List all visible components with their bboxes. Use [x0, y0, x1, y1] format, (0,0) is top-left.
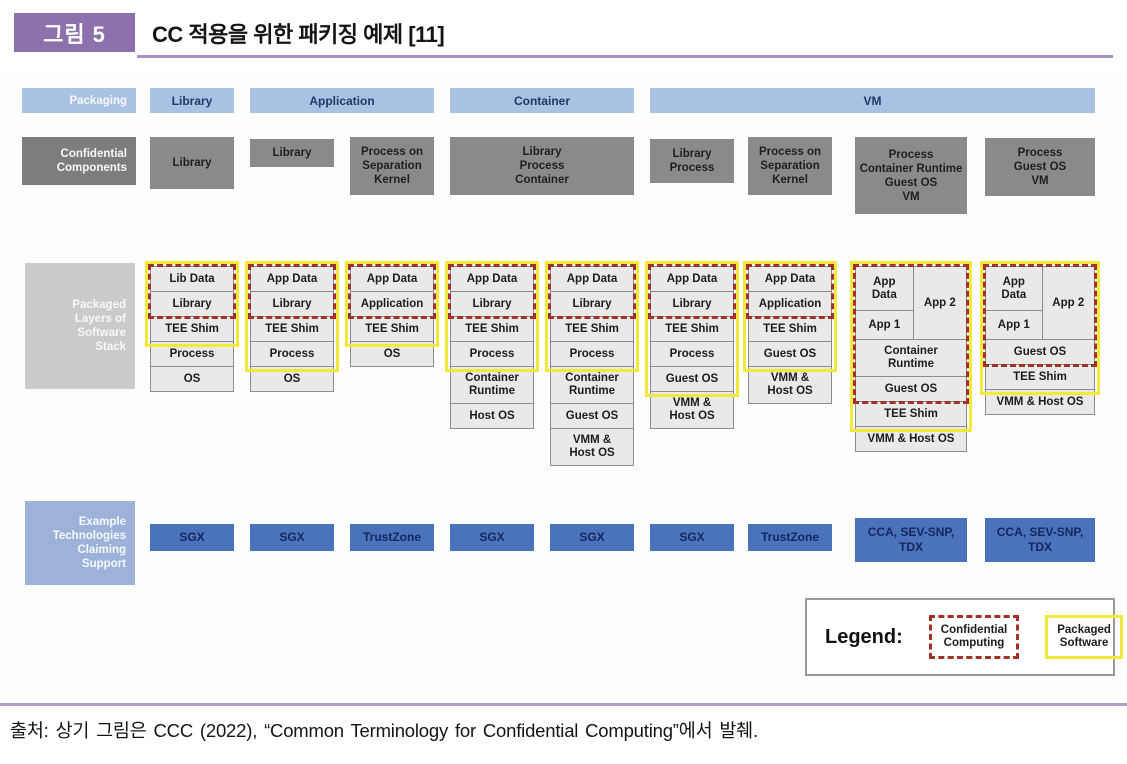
stack-cell: OS: [250, 366, 334, 392]
app1-cell: App 1: [997, 318, 1030, 331]
packaging-group-application: Application: [250, 88, 434, 113]
stack-cell: Lib Data: [150, 266, 234, 292]
confidential-component: Library Process Container: [450, 137, 634, 195]
legend-confidential-computing-sample: Confidential Computing: [928, 615, 1020, 659]
stack-cell: App Data: [350, 266, 434, 292]
stack-cell: Guest OS: [748, 341, 832, 367]
app2-cell: App 2: [923, 296, 956, 309]
legend-title: Legend:: [825, 625, 903, 648]
app-data-cell: App Data: [856, 267, 913, 312]
stack-cell: Library: [650, 291, 734, 317]
stack-cell: Guest OS: [550, 403, 634, 429]
packaging-group-container: Container: [450, 88, 634, 113]
stack-cell: Library: [450, 291, 534, 317]
stack-cell: VMM & Host OS: [650, 391, 734, 429]
stack-cell: Library: [150, 291, 234, 317]
stack-cell: Container Runtime: [450, 366, 534, 404]
stack-cell: TEE Shim: [250, 316, 334, 342]
stack-cell: TEE Shim: [748, 316, 832, 342]
stack-cell: VMM & Host OS: [855, 426, 967, 452]
technology-box: SGX: [150, 524, 234, 551]
stack-cell: Host OS: [450, 403, 534, 429]
stack-cell: VMM & Host OS: [748, 366, 832, 404]
app2-cell: App 2: [1052, 296, 1085, 309]
legend-packaged-software-sample: Packaged Software: [1045, 615, 1123, 659]
technologies-row-label: Example Technologies Claiming Support: [25, 501, 135, 585]
stack-cell: Process: [150, 341, 234, 367]
confidential-component: Process Container Runtime Guest OS VM: [855, 137, 967, 214]
stack-cell: Application: [350, 291, 434, 317]
technology-box: SGX: [250, 524, 334, 551]
stack-cell: Process: [650, 341, 734, 367]
stack-cell: Guest OS: [855, 376, 967, 402]
technology-box: SGX: [550, 524, 634, 551]
stack-cell: App Data: [550, 266, 634, 292]
stack-cell: TEE Shim: [350, 316, 434, 342]
stack-cell: TEE Shim: [855, 401, 967, 427]
figure-title: CC 적용을 위한 패키징 예제 [11]: [152, 21, 445, 47]
stack-cell: Process: [550, 341, 634, 367]
stack-cell: Library: [550, 291, 634, 317]
confidential-component: Process on Separation Kernel: [748, 137, 832, 195]
stack-cell: TEE Shim: [450, 316, 534, 342]
technology-box: CCA, SEV-SNP, TDX: [855, 518, 967, 562]
app-data-cell: App Data: [986, 267, 1042, 312]
stack-cell: App Data: [748, 266, 832, 292]
header-rule: [137, 55, 1113, 58]
packaging-diagram: Packaging Confidential Components Packag…: [0, 70, 1127, 700]
stack-cell: TEE Shim: [985, 364, 1095, 390]
stack-cell: Container Runtime: [550, 366, 634, 404]
stack-cell: Library: [250, 291, 334, 317]
stack-cell: Application: [748, 291, 832, 317]
figure-number-badge: 그림 5: [14, 13, 135, 52]
stack-cell: Guest OS: [985, 339, 1095, 365]
stack-cell: VMM & Host OS: [985, 389, 1095, 415]
legend-box: Legend: Confidential Computing Packaged …: [805, 598, 1123, 676]
packaged-layers-row-label: Packaged Layers of Software Stack: [25, 263, 135, 389]
packaging-group-vm: VM: [650, 88, 1095, 113]
stack-cell: TEE Shim: [550, 316, 634, 342]
confidential-component: Library: [150, 137, 234, 189]
confidential-components-row-label: Confidential Components: [22, 137, 136, 185]
technology-box: SGX: [650, 524, 734, 551]
stack-cell: OS: [350, 341, 434, 367]
confidential-component: Process Guest OS VM: [985, 138, 1095, 196]
footer-rule: [0, 703, 1127, 706]
stack-cell: OS: [150, 366, 234, 392]
stack-cell: TEE Shim: [150, 316, 234, 342]
confidential-component: Process on Separation Kernel: [350, 137, 434, 195]
stack-cell: App Data: [450, 266, 534, 292]
stack-cell: TEE Shim: [650, 316, 734, 342]
stack-cell: App Data: [250, 266, 334, 292]
confidential-component: Library: [250, 139, 334, 167]
stack-cell: Guest OS: [650, 366, 734, 392]
technology-box: CCA, SEV-SNP, TDX: [985, 518, 1095, 562]
technology-box: TrustZone: [748, 524, 832, 551]
stack-cell: Process: [450, 341, 534, 367]
technology-box: SGX: [450, 524, 534, 551]
confidential-component: Library Process: [650, 139, 734, 183]
app1-cell: App 1: [868, 318, 901, 331]
technology-box: TrustZone: [350, 524, 434, 551]
stack-cell: Process: [250, 341, 334, 367]
packaging-group-library: Library: [150, 88, 234, 113]
source-text: 출처: 상기 그림은 CCC (2022), “Common Terminolo…: [10, 720, 758, 741]
stack-cell: VMM & Host OS: [550, 428, 634, 466]
stack-cell: Container Runtime: [855, 339, 967, 377]
stack-cell: App Data: [650, 266, 734, 292]
packaging-row-label: Packaging: [22, 88, 136, 113]
